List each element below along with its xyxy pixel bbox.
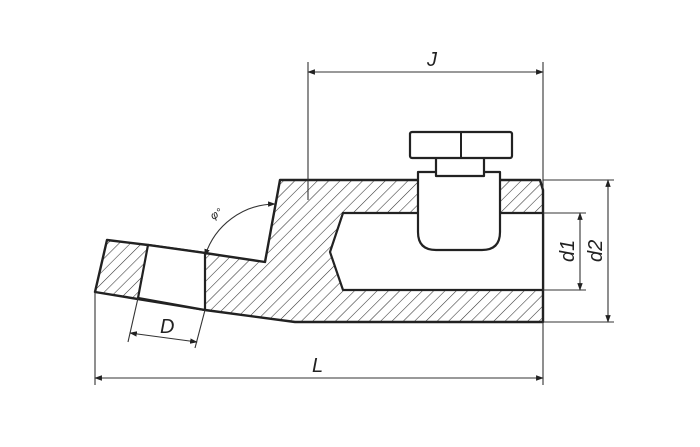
label-angle: φ°: [209, 206, 226, 222]
ext-line-d-left: [127, 297, 139, 343]
label-d1: d1: [557, 240, 579, 262]
label-j: J: [426, 49, 438, 71]
dim-line-d: [129, 331, 198, 344]
angle-arc: [204, 201, 276, 257]
label-l: L: [312, 355, 323, 377]
palm-hole: [136, 243, 207, 312]
screw-slot: [416, 170, 502, 252]
label-d: D: [160, 316, 174, 338]
label-d2: d2: [585, 240, 607, 262]
